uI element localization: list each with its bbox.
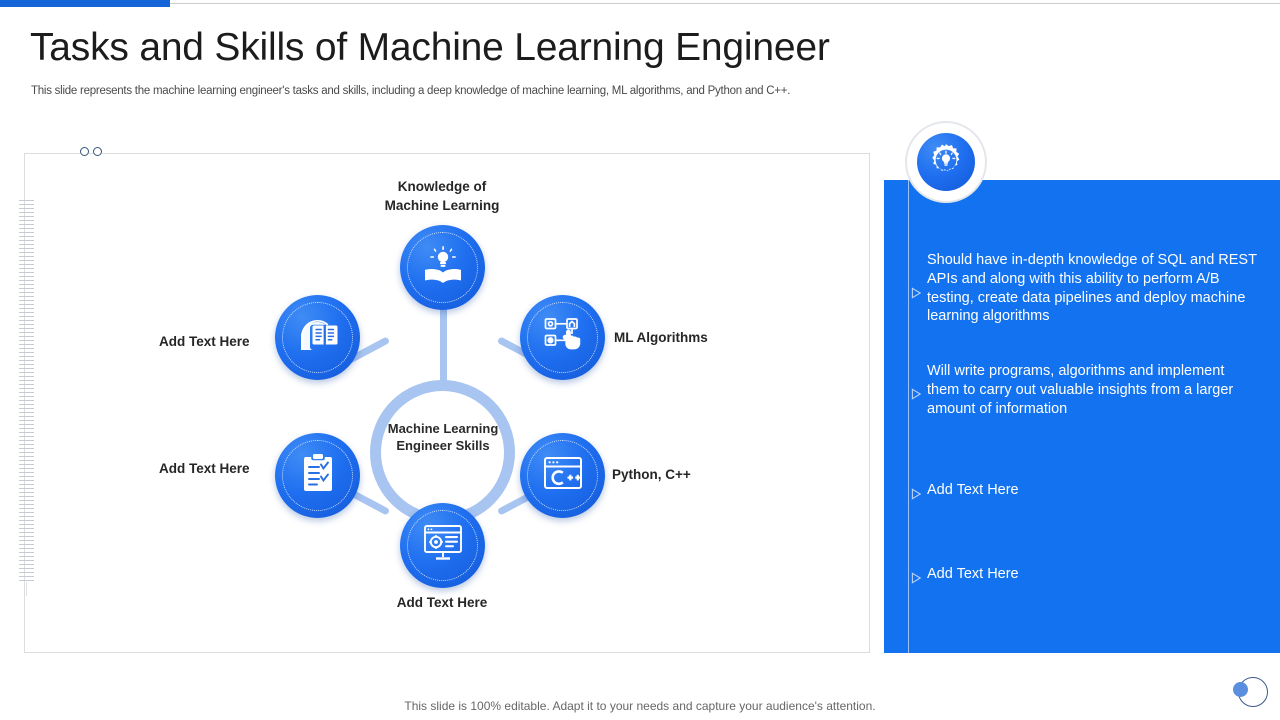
- node-ml-algorithms[interactable]: [520, 295, 605, 380]
- clipboard-checklist-icon: [301, 453, 335, 498]
- panel-bullet-text-4[interactable]: Add Text Here: [927, 566, 1019, 582]
- node-label-line-1: ML Algorithms: [614, 330, 708, 345]
- node-label-line-1: Add Text Here: [396, 595, 488, 610]
- details-panel: [884, 180, 1280, 653]
- hub-label-line-1: Machine Learning: [387, 421, 499, 436]
- hub-label-line-2: Engineer Skills: [396, 438, 490, 453]
- frame-circle-marker-one-icon: [80, 147, 89, 156]
- triangle-right-icon: [903, 572, 922, 584]
- header-divider-rule: [170, 3, 1280, 4]
- monitor-gear-icon: [422, 523, 464, 568]
- hatched-decoration-tail: [26, 582, 27, 596]
- node-label-bottom-placeholder: Add Text Here: [387, 593, 497, 612]
- gear-lightbulb-icon: [927, 141, 965, 184]
- frame-circle-marker-two-icon: [93, 147, 102, 156]
- page-title: Tasks and Skills of Machine Learning Eng…: [30, 26, 830, 69]
- node-label-line-1: Add Text Here: [159, 461, 250, 476]
- node-python-cpp[interactable]: [520, 433, 605, 518]
- node-bottom-left-placeholder[interactable]: [275, 433, 360, 518]
- algorithm-flow-hand-icon: [543, 316, 583, 359]
- node-label-ml-algorithms: ML Algorithms: [614, 328, 708, 347]
- triangle-right-icon: [903, 388, 922, 400]
- cpp-window-icon: [542, 455, 584, 496]
- triangle-right-icon: [903, 287, 922, 299]
- node-label-bottom-left-placeholder: Add Text Here: [159, 459, 250, 478]
- triangle-right-icon: [903, 488, 922, 500]
- node-label-knowledge-of-machine-learning: Knowledge of Machine Learning: [372, 177, 512, 215]
- decorative-filled-dot-icon: [1233, 682, 1248, 697]
- node-label-line-2: Machine Learning: [384, 198, 500, 213]
- page-subtitle: This slide represents the machine learni…: [31, 85, 791, 97]
- top-accent-bar: [0, 0, 170, 7]
- details-panel-rail: [908, 180, 909, 653]
- lightbulb-book-icon: [422, 245, 464, 290]
- node-bottom-placeholder[interactable]: [400, 503, 485, 588]
- spoke-top: [440, 305, 447, 385]
- node-label-line-1: Knowledge of: [397, 179, 487, 194]
- skills-radial-diagram: Machine Learning Engineer Skills Knowled…: [150, 165, 750, 625]
- panel-bullet-text-2: Will write programs, algorithms and impl…: [927, 363, 1234, 417]
- diagram-hub-label: Machine Learning Engineer Skills: [368, 420, 518, 454]
- panel-bullet-text-3[interactable]: Add Text Here: [927, 482, 1019, 498]
- node-top-left-placeholder[interactable]: [275, 295, 360, 380]
- node-label-top-left-placeholder: Add Text Here: [159, 332, 250, 351]
- node-label-line-1: Add Text Here: [159, 334, 250, 349]
- panel-bullet-text-1: Should have in-depth knowledge of SQL an…: [927, 252, 1257, 325]
- node-label-python-cpp: Python, C++: [612, 465, 691, 484]
- head-book-icon: [296, 316, 340, 359]
- node-label-line-1: Python, C++: [612, 467, 691, 482]
- hatched-decoration-strip: [19, 200, 34, 582]
- footer-note: This slide is 100% editable. Adapt it to…: [404, 699, 876, 713]
- panel-badge: [917, 133, 975, 191]
- node-knowledge-of-machine-learning[interactable]: [400, 225, 485, 310]
